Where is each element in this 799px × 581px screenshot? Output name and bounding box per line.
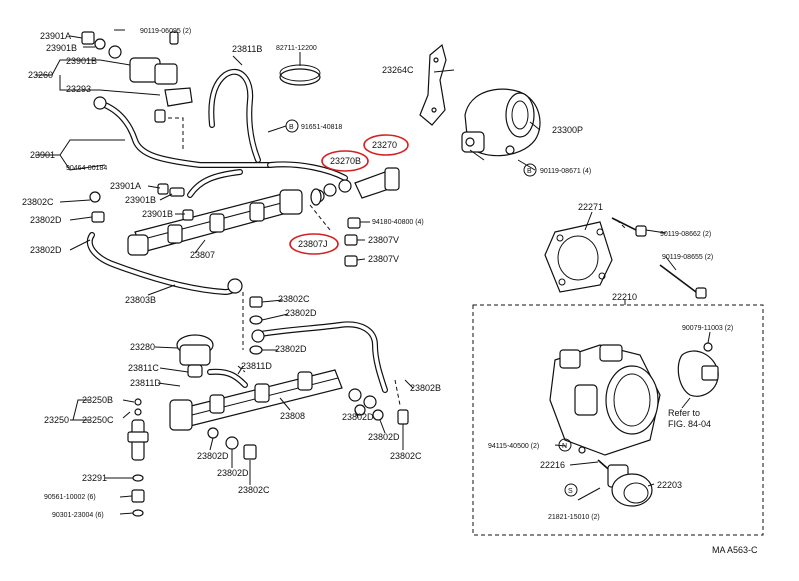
part-labels: 23901A 23901B 90119-06095 (2) 23811B 827… [22, 28, 758, 555]
gasket [544, 221, 613, 293]
label-21821: 21821-15010 (2) [548, 514, 600, 521]
dashpot [578, 446, 653, 507]
label-23270b: 23270B [330, 156, 361, 166]
return-pipe [86, 232, 243, 296]
label-22271: 22271 [578, 202, 603, 212]
small-fittings-left [89, 183, 194, 223]
small-fittings-lower [207, 296, 384, 460]
air-valve-assembly [461, 88, 541, 161]
label-23802b: 23802B [410, 383, 441, 393]
label-23901b-low2: 23901B [142, 209, 173, 219]
label-94180: 94180-40800 (4) [372, 219, 424, 226]
label-23260: 23260 [28, 70, 53, 80]
hose-clamp [279, 64, 321, 86]
label-23280: 23280 [130, 342, 155, 352]
circle-markers: B B N S [285, 119, 578, 497]
label-23807v-2: 23807V [368, 254, 399, 264]
highlight-23270b [321, 150, 369, 172]
label-23901b-top: 23901B [46, 43, 77, 53]
label-90119-06095: 90119-06095 (2) [140, 28, 191, 35]
label-90119-08662: 90119-08662 (2) [660, 231, 711, 238]
leader-lines [35, 29, 711, 515]
throttle-body-group-box [472, 304, 764, 536]
label-23901: 23901 [30, 150, 55, 160]
label-23802d-left2: 23802D [30, 245, 62, 255]
label-23802c-mid: 23802C [278, 294, 310, 304]
label-23250b: 23250B [82, 395, 113, 405]
label-90561: 90561-10002 (6) [44, 494, 96, 501]
label-90079: 90079-11003 (2) [682, 325, 733, 332]
label-23802d-r1: 23802D [342, 412, 374, 422]
label-23802d-bot2: 23802D [217, 468, 249, 478]
label-23250: 23250 [44, 415, 69, 425]
label-22210: 22210 [612, 292, 637, 302]
refer-text-line2: FIG. 84-04 [668, 419, 711, 429]
fuel-injector [127, 398, 149, 517]
label-82711: 82711-12200 [276, 45, 317, 52]
label-23803b: 23803B [125, 295, 156, 305]
label-23802d-r2: 23802D [368, 432, 400, 442]
label-23802d-left: 23802D [30, 215, 62, 225]
cold-start-injector [310, 167, 400, 267]
label-23802d-mid2: 23802D [275, 344, 307, 354]
throttle-body [549, 344, 661, 456]
label-23802c-r: 23802C [390, 451, 422, 461]
dashed-leaders [168, 117, 626, 406]
label-23802c-left: 23802C [22, 197, 54, 207]
label-23901a: 23901A [40, 31, 71, 41]
marker-b-upper: B [289, 124, 294, 131]
label-94115: 94115-40500 (2) [488, 443, 539, 450]
label-91651: 91651-40818 [301, 124, 342, 131]
fuel-delivery-pipe-lower [169, 369, 409, 431]
label-23250c: 23250C [82, 415, 114, 425]
label-23802c-bot: 23802C [238, 485, 270, 495]
label-23802d-bot1: 23802D [197, 451, 229, 461]
label-23293: 23293 [66, 84, 91, 94]
bracket [419, 43, 447, 126]
label-90119-08655: 90119-08655 (2) [662, 254, 713, 261]
label-23901a-mid: 23901A [110, 181, 141, 191]
label-23264c: 23264C [382, 65, 414, 75]
marker-n: N [562, 443, 567, 450]
label-23901b-low: 23901B [125, 195, 156, 205]
marker-s: S [568, 488, 573, 495]
figure-code: MA A563-C [712, 545, 758, 555]
refer-text-line1: Refer to [668, 408, 700, 418]
label-23291: 23291 [82, 473, 107, 483]
label-23811c: 23811C [128, 363, 159, 373]
highlight-23270 [363, 134, 409, 156]
bolts-right [611, 217, 707, 299]
label-90301: 90301-23004 (6) [52, 512, 104, 519]
label-23270: 23270 [372, 140, 397, 150]
pressure-regulator [176, 334, 214, 378]
fuel-delivery-pipe-upper [127, 183, 337, 256]
label-23807: 23807 [190, 250, 215, 260]
label-23811d-a: 23811D [241, 361, 272, 371]
label-23807j: 23807J [298, 239, 328, 249]
throttle-position-sensor [677, 342, 719, 397]
fuel-pipe-upper [97, 68, 348, 198]
label-23802d-mid: 23802D [285, 308, 317, 318]
label-22216: 22216 [540, 460, 565, 470]
fitting-parts-top-left [81, 31, 193, 123]
fuel-pipe-lower [207, 321, 388, 393]
label-23300p: 23300P [552, 125, 583, 135]
label-90464: 90464-00184 [66, 165, 107, 172]
label-23811b: 23811B [232, 44, 262, 54]
label-22203: 22203 [657, 480, 682, 490]
label-23807v-1: 23807V [368, 235, 399, 245]
label-23811d-b: 23811D [130, 378, 161, 388]
marker-b-lower: B [527, 168, 532, 175]
label-23808: 23808 [280, 411, 305, 421]
highlight-23807j [289, 233, 339, 255]
label-90119-08671: 90119-08671 (4) [540, 168, 591, 175]
highlight-marks [289, 134, 409, 255]
label-23901b-mid: 23901B [66, 56, 97, 66]
